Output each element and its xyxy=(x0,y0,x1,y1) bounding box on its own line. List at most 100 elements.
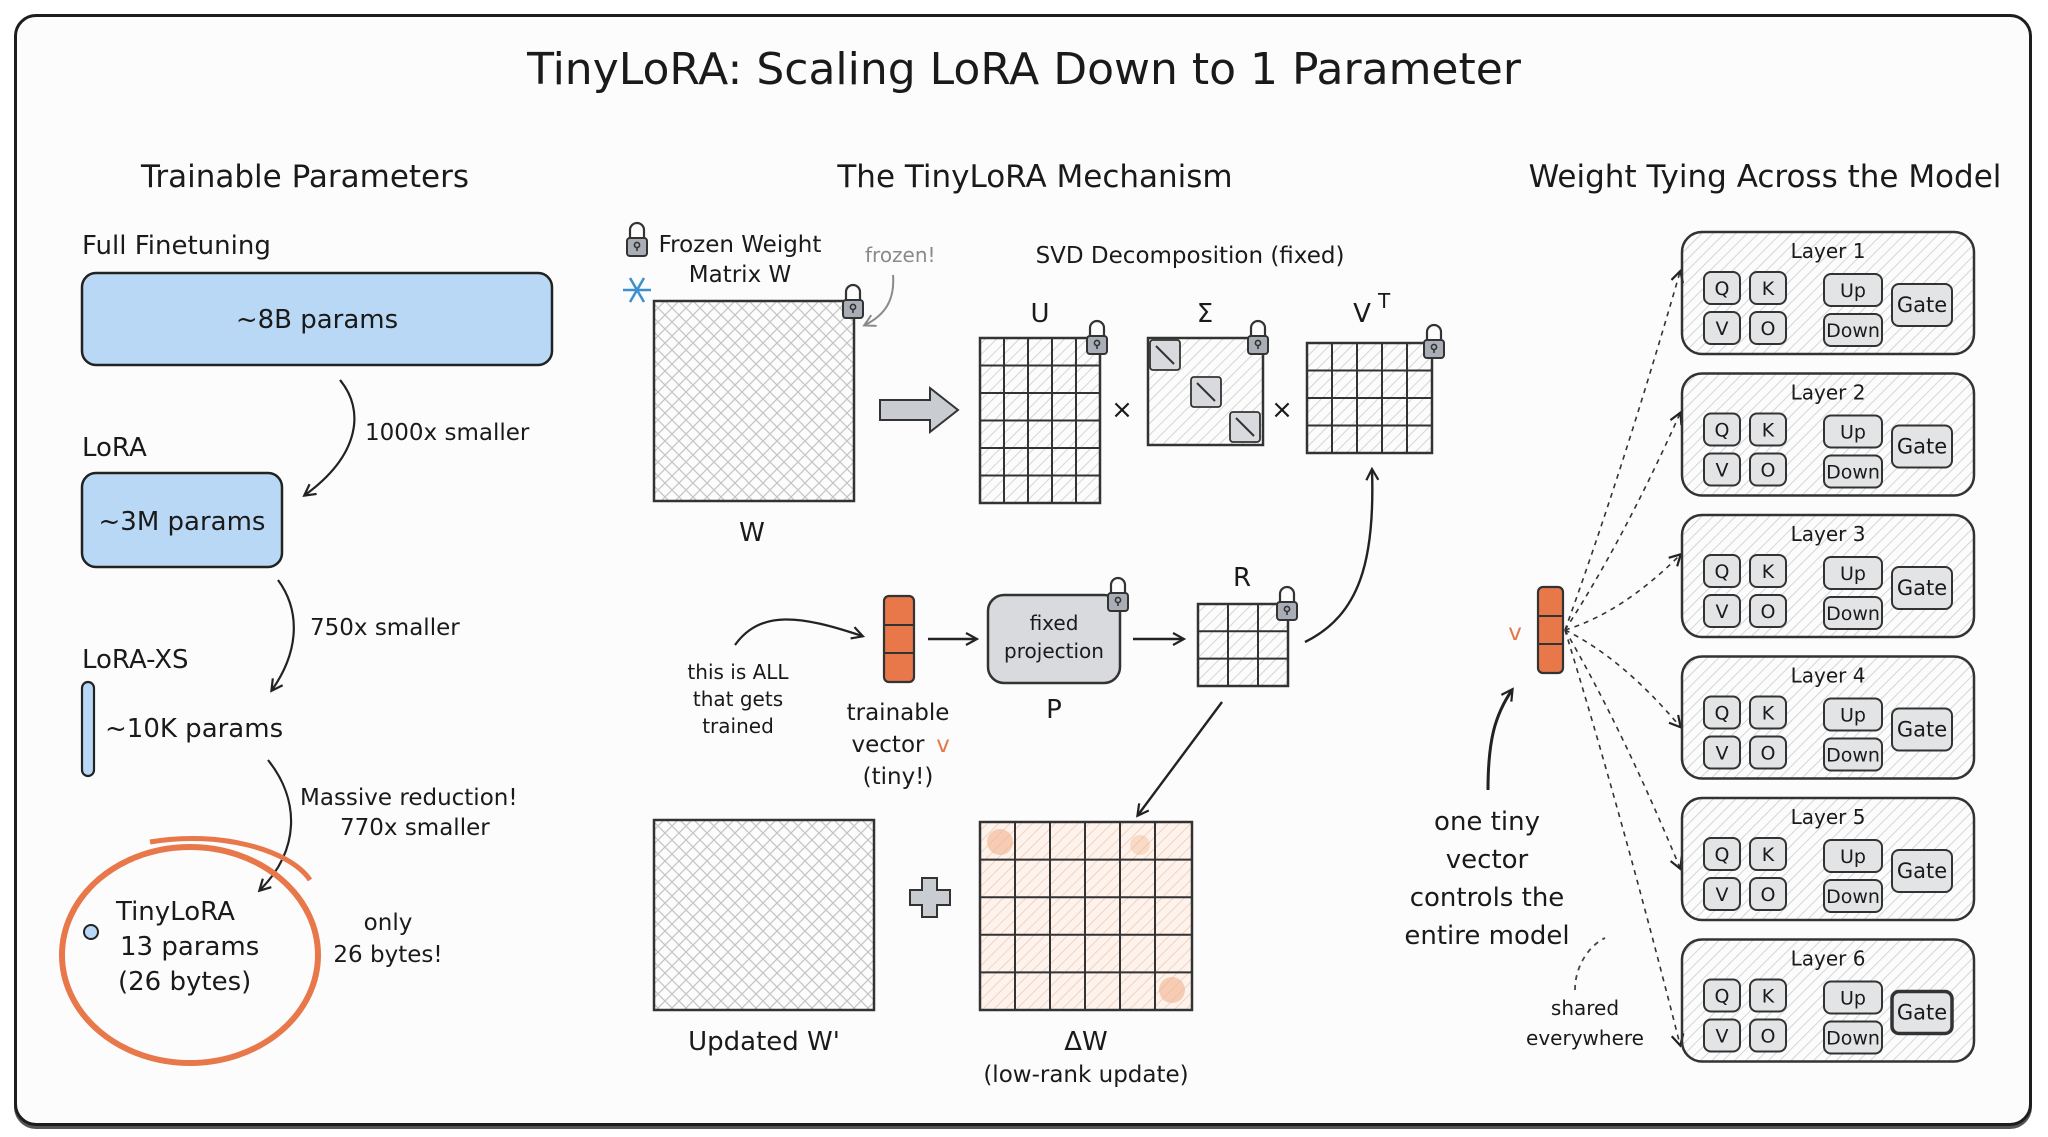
lora-bar xyxy=(80,471,284,569)
lock-icon xyxy=(1246,319,1270,356)
caption-vector: vector xyxy=(1446,845,1529,875)
label-full-finetuning: Full Finetuning xyxy=(82,231,271,261)
module-label-v: V xyxy=(1716,1026,1729,1048)
caption-entire-model: entire model xyxy=(1404,921,1569,951)
arrow-right-icon xyxy=(879,385,960,435)
module-o xyxy=(1749,311,1787,345)
module-up xyxy=(1823,556,1883,590)
matrix-u xyxy=(978,336,1102,505)
module-down xyxy=(1823,454,1883,489)
tinylora-dot xyxy=(83,924,99,940)
matrix-vt xyxy=(1305,341,1434,455)
module-label-q: Q xyxy=(1715,986,1730,1008)
shared-vector-v xyxy=(1536,585,1565,675)
module-label-v: V xyxy=(1716,318,1729,340)
arrow-to-vector xyxy=(1486,690,1512,791)
label-updated-w: Updated W' xyxy=(688,1027,840,1057)
projection-label-2: projection xyxy=(1004,639,1104,663)
plus-icon xyxy=(909,877,951,918)
module-label-v: V xyxy=(1716,601,1729,623)
module-q xyxy=(1703,412,1741,447)
dashed-connector xyxy=(1564,629,1680,868)
module-label-k: K xyxy=(1762,561,1775,583)
vector-label-tiny: (tiny!) xyxy=(863,764,934,790)
layer-title: Layer 1 xyxy=(1791,239,1866,263)
tinylora-params: 13 params xyxy=(120,932,259,962)
dashed-connector xyxy=(1564,629,1680,727)
times-sign: × xyxy=(1111,395,1133,425)
module-down xyxy=(1823,1020,1883,1055)
label-lora-xs: LoRA-XS xyxy=(82,645,189,675)
module-down xyxy=(1823,737,1883,772)
module-label-o: O xyxy=(1761,318,1776,340)
module-label-down: Down xyxy=(1826,320,1880,342)
label-u: U xyxy=(1030,299,1049,329)
label-1000x-smaller: 1000x smaller xyxy=(365,420,530,446)
matrix-delta-w xyxy=(978,820,1194,1012)
module-label-k: K xyxy=(1762,703,1775,725)
module-label-q: Q xyxy=(1715,844,1730,866)
module-o xyxy=(1749,735,1787,770)
label-massive-reduction: Massive reduction! xyxy=(300,785,518,811)
note-26-bytes: 26 bytes! xyxy=(333,942,442,968)
full-finetuning-bar xyxy=(80,271,554,367)
module-o xyxy=(1749,877,1787,911)
arrow-1000x xyxy=(305,379,356,495)
lora-params: ~3M params xyxy=(99,507,266,537)
module-o xyxy=(1749,1018,1787,1053)
dashed-connector xyxy=(1564,629,1680,1045)
module-label-o: O xyxy=(1761,884,1776,906)
heading-mechanism: The TinyLoRA Mechanism xyxy=(836,159,1232,195)
label-sigma: Σ xyxy=(1197,299,1213,329)
module-label-down: Down xyxy=(1826,1028,1880,1050)
module-label-o: O xyxy=(1761,1026,1776,1048)
module-label-v: V xyxy=(1716,743,1729,765)
module-label-q: Q xyxy=(1715,420,1730,442)
label-delta-w: ΔW xyxy=(1064,1027,1108,1057)
annotation-arrow xyxy=(734,618,862,646)
module-label-up: Up xyxy=(1840,846,1866,868)
module-k xyxy=(1749,978,1787,1013)
label-vt-superscript: T xyxy=(1377,289,1391,313)
module-label-up: Up xyxy=(1840,422,1866,444)
module-k xyxy=(1749,695,1787,730)
module-label-v: V xyxy=(1716,884,1729,906)
module-gate xyxy=(1890,989,1954,1036)
module-label-gate: Gate xyxy=(1897,718,1947,742)
caption-controls-the: controls the xyxy=(1410,883,1565,913)
heading-weight-tying: Weight Tying Across the Model xyxy=(1529,159,2002,195)
arrow-r-to-vt xyxy=(1304,470,1372,644)
module-label-down: Down xyxy=(1826,745,1880,767)
module-o xyxy=(1749,594,1787,628)
lock-icon xyxy=(625,221,649,258)
dashed-connector xyxy=(1564,555,1680,631)
module-down xyxy=(1823,879,1883,913)
module-k xyxy=(1749,412,1787,447)
vector-label-trainable: trainable xyxy=(847,700,950,726)
vector-label-vector: vector xyxy=(852,732,925,758)
fixed-projection-box xyxy=(986,593,1122,685)
arrow-r-to-delta xyxy=(1138,701,1223,815)
module-up xyxy=(1823,839,1883,873)
module-gate xyxy=(1891,424,1953,469)
module-label-up: Up xyxy=(1840,280,1866,302)
layer-title: Layer 2 xyxy=(1791,381,1866,405)
svd-label: SVD Decomposition (fixed) xyxy=(1036,243,1345,269)
tinylora-circle-overstroke xyxy=(149,835,313,882)
heading-trainable-parameters: Trainable Parameters xyxy=(140,159,469,195)
module-q xyxy=(1703,837,1741,871)
module-up xyxy=(1823,697,1883,732)
dashed-connector xyxy=(1564,414,1680,631)
module-down xyxy=(1823,313,1883,347)
arrow-750x xyxy=(272,579,295,690)
module-down xyxy=(1823,596,1883,630)
module-label-down: Down xyxy=(1826,886,1880,908)
module-gate xyxy=(1891,566,1953,610)
lock-icon xyxy=(1106,576,1130,613)
tinylora-bytes: (26 bytes) xyxy=(118,967,251,997)
annotation-all-trained-2: that gets xyxy=(693,687,783,711)
